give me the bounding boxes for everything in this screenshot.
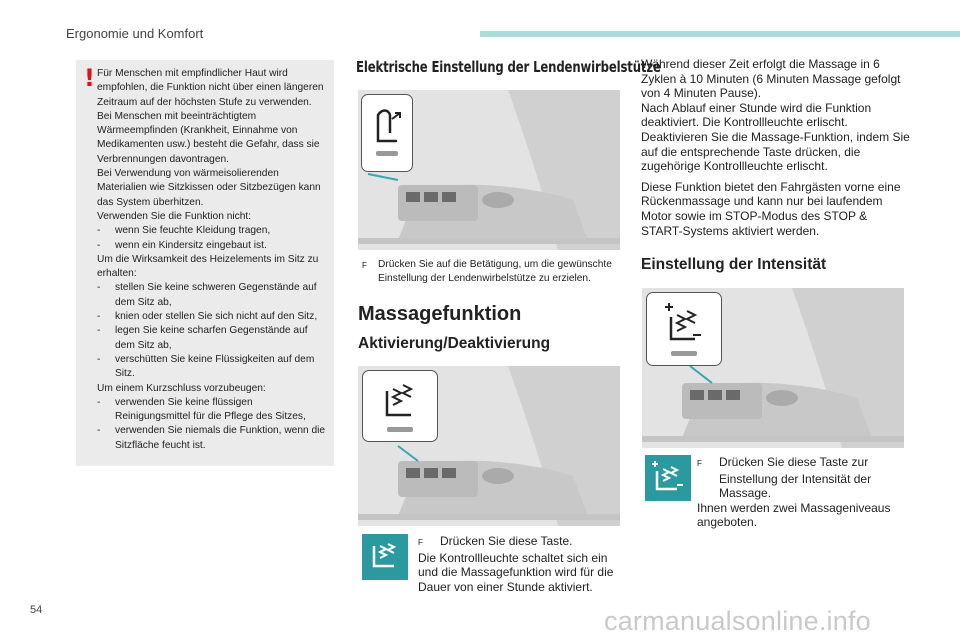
list-item: -verschütten Sie keine Flüssigkeiten auf… [97, 353, 315, 380]
massage-button-icon [362, 370, 438, 442]
header-accent-bar [480, 31, 960, 37]
intensity-heading: Einstellung der Intensität [641, 256, 827, 273]
page-number: 54 [30, 604, 43, 616]
massage-heading: Massagefunktion [358, 303, 522, 325]
massage-teal-icon [362, 534, 408, 580]
activation-description: Die Kontrollleuchte schaltet sich ein un… [418, 550, 614, 594]
warning-paragraph: Bei Menschen mit beeinträchtigtem Wärmee… [97, 110, 320, 165]
arrow-icon: F [697, 459, 702, 468]
warning-paragraph: Für Menschen mit empfindlicher Haut wird… [97, 68, 324, 108]
warning-box [76, 60, 334, 466]
paragraph: Diese Funktion bietet den Fahrgästen vor… [641, 179, 901, 238]
list-item: -wenn ein Kindersitz eingebaut ist. [97, 239, 267, 251]
arrow-icon: F [362, 261, 367, 270]
list-item: -stellen Sie keine schweren Gegenstände … [97, 282, 317, 308]
list-item: -wenn Sie feuchte Kleidung tragen, [97, 225, 271, 237]
intensity-text: F Drücken Sie diese Taste zur Einstellung… [697, 455, 907, 530]
lumbar-seat-figure [358, 90, 620, 250]
intensity-teal-icon [645, 455, 691, 501]
warning-text: Für Menschen mit empfindlicher Haut wird… [97, 67, 329, 453]
caption-text: Drücken Sie auf die Betätigung, um die g… [378, 259, 612, 284]
paragraph: Während dieser Zeit erfolgt die Massage … [641, 57, 910, 174]
massage-seat-figure [358, 366, 620, 526]
arrow-icon: F [418, 538, 423, 547]
activation-heading: Aktivierung/Deaktivierung [358, 335, 551, 352]
warning-paragraph: Bei Verwendung von wärmeisolierenden Mat… [97, 168, 321, 208]
levels-description: Ihnen werden zwei Massageniveaus angebot… [697, 500, 891, 530]
watermark: carmanualsonline.info [604, 606, 871, 636]
lumbar-caption: F Drücken Sie auf die Betätigung, um die… [362, 258, 617, 285]
activation-text: F Drücken Sie diese Taste. Die Kontrollle… [418, 534, 623, 594]
right-column-text: Während dieser Zeit erfolgt die Massage … [641, 57, 911, 244]
lumbar-heading: Elektrische Einstellung der Lendenwirbel… [356, 58, 661, 76]
press-instruction: Drücken Sie diese Taste zur Einstellung … [719, 455, 872, 501]
warning-paragraph: Um einem Kurzschluss vorzubeugen: [97, 382, 266, 394]
press-instruction: Drücken Sie diese Taste. [440, 534, 573, 548]
lumbar-button-icon [361, 94, 413, 172]
section-header-title: Ergonomie und Komfort [66, 26, 204, 41]
list-item: -knien oder stellen Sie sich nicht auf d… [97, 311, 318, 323]
warning-paragraph: Verwenden Sie die Funktion nicht: [97, 210, 252, 222]
warning-paragraph: Um die Wirksamkeit des Heizelements im S… [97, 253, 319, 280]
intensity-button-icon [646, 292, 722, 366]
list-item: -legen Sie keine scharfen Gegenstände au… [97, 325, 308, 351]
exclamation-icon: ! [84, 64, 95, 92]
list-item: -verwenden Sie keine flüssigen Reinigung… [97, 396, 306, 423]
list-item: -verwenden Sie niemals die Funktion, wen… [97, 425, 326, 451]
